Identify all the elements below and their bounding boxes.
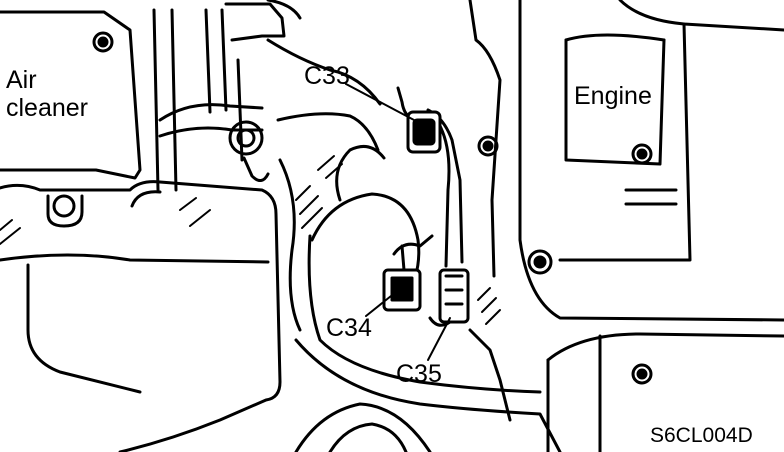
hose-clamp — [158, 103, 264, 122]
connector-c35-label: C35 — [396, 360, 442, 388]
intake-duct — [266, 38, 382, 106]
air-cleaner-housing — [0, 10, 142, 180]
leader-c35 — [427, 317, 451, 361]
engine-label: Engine — [574, 82, 652, 110]
engine-block — [518, 0, 784, 322]
large-hose — [294, 338, 562, 452]
frame-rod — [152, 8, 160, 192]
connector-c35 — [438, 268, 470, 324]
leader-c34 — [365, 291, 397, 317]
air-cleaner-label: Air cleaner — [6, 66, 88, 122]
connector-c33-label: C33 — [304, 62, 350, 90]
engine-bolt — [631, 143, 653, 165]
lower-right-cover — [546, 332, 784, 362]
connector-c34-label: C34 — [326, 314, 372, 342]
air-cleaner-bolt — [92, 31, 114, 53]
figure-code: S6CL004D — [650, 424, 753, 447]
leader-c33 — [345, 83, 415, 121]
air-cleaner-label-line2: cleaner — [6, 94, 88, 122]
lower-hose — [294, 402, 432, 452]
air-cleaner-lower-box — [0, 180, 282, 452]
air-cleaner-label-line1: Air — [6, 66, 37, 94]
